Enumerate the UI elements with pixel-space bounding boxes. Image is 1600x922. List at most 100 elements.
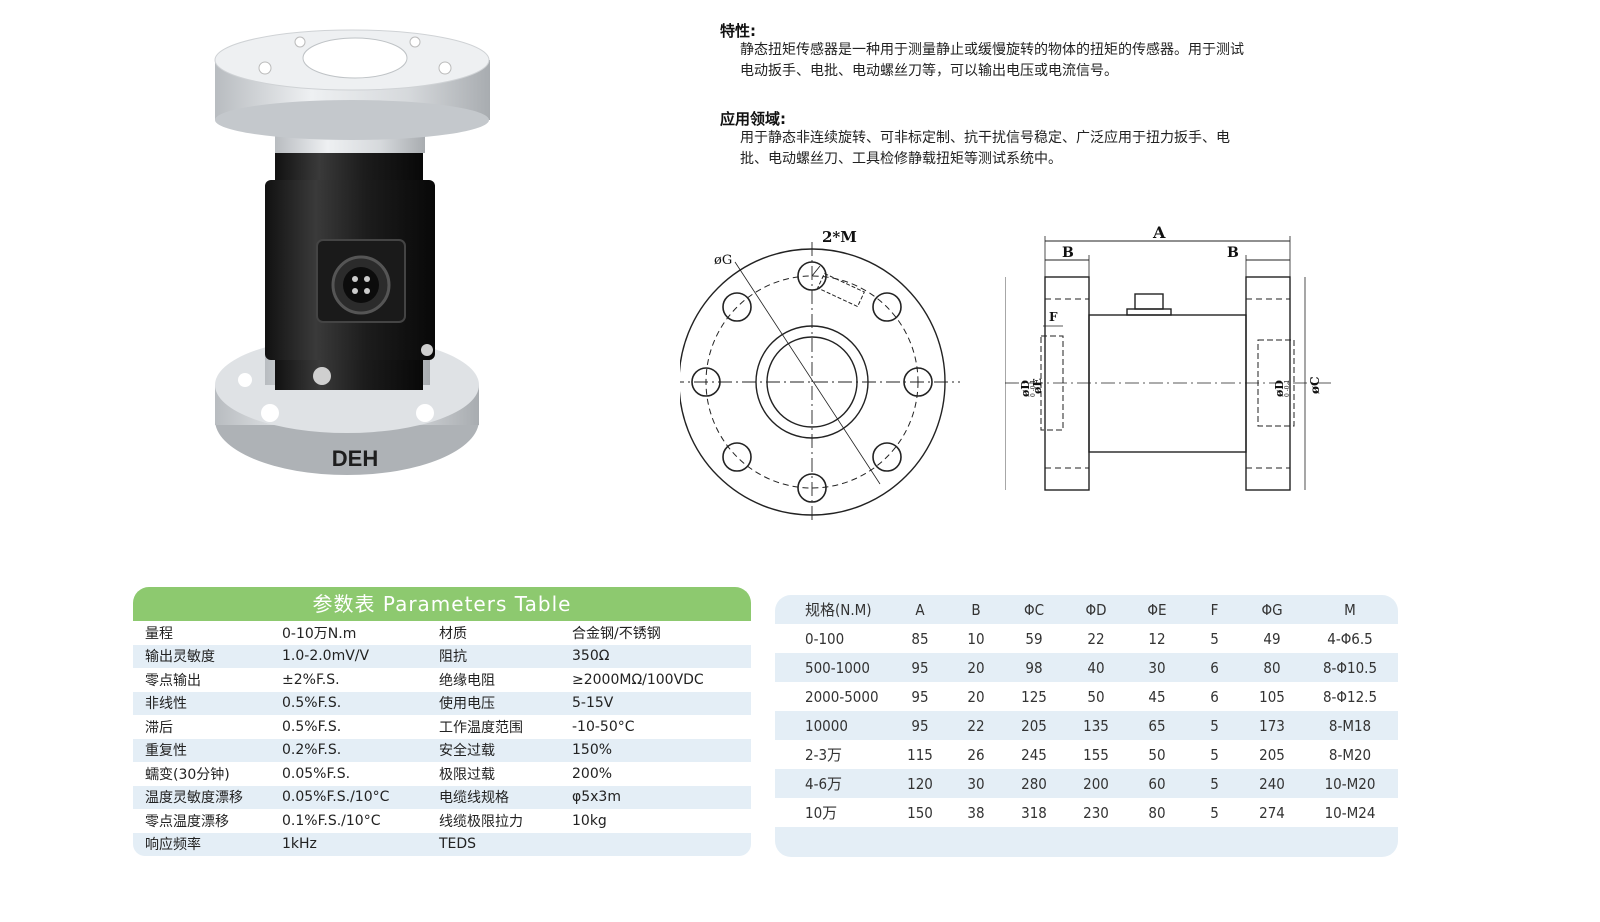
spec-column-header: ΦG [1261,600,1283,619]
label-g: øG [714,253,732,268]
spec-cell: 5 [1210,774,1219,793]
parameter-value: 0.1%F.S./10°C [282,812,381,829]
front-view-drawing: øG 2*M [680,228,960,522]
parameter-name: 滞后 [145,719,173,736]
spec-cell: 26 [949,740,1003,769]
spec-cell: 240 [1259,774,1285,793]
label-a: A [1152,223,1166,242]
parameter-name: 线缆极限拉力 [439,813,523,830]
parameter-value: 0.5%F.S. [270,691,427,715]
label-e: øE [1031,378,1044,394]
spec-cell: 173 [1259,716,1285,735]
spec-cell: 2-3万 [775,740,891,769]
spec-column-header: F [1210,600,1219,619]
features-title: 特性: [720,22,756,40]
spec-cell: 85 [891,624,949,653]
features-line: 电动扳手、电批、电动螺丝刀等，可以输出电压或电流信号。 [740,63,1118,79]
spec-cell: 6 [1210,658,1219,677]
parameter-value: 0.05%F.S. [282,765,351,782]
parameter-value: ±2%F.S. [282,671,340,688]
label-d-tolerance: 0 -0.1 [1030,380,1037,397]
parameters-table-title: 参数表 Parameters Table [133,587,751,621]
spec-cell: 20 [949,682,1003,711]
parameter-name: 工作温度范围 [439,719,523,736]
spec-column-header: ΦC [1023,600,1045,619]
spec-cell: 98 [1025,658,1043,677]
spec-cell: 5 [1187,798,1242,827]
spec-cell: 10万 [775,798,891,827]
spec-cell: 205 [1242,740,1302,769]
spec-cell: 105 [1242,682,1302,711]
parameter-value: 150% [560,738,751,762]
spec-cell: 50 [1065,682,1127,711]
spec-cell: 8-Φ12.5 [1302,682,1398,711]
spec-cell: 280 [1021,774,1047,793]
parameter-name: 重复性 [133,738,270,762]
spec-cell: 6 [1187,682,1242,711]
spec-cell: 30 [1148,658,1166,677]
spec-cell: 22 [967,716,985,735]
spec-cell: 8-M18 [1328,716,1372,735]
product-image: DEH [214,29,490,475]
spec-cell: 45 [1127,682,1187,711]
parameter-name: 输出灵敏度 [133,644,270,668]
spec-cell: 5 [1187,624,1242,653]
spec-column-header: B [971,600,981,619]
parameter-value: 合金钢/不锈钢 [572,625,661,642]
applications-body: 用于静态非连续旋转、可非标定制、抗干扰信号稳定、广泛应用于扭力扳手、电 批、电动… [740,128,1340,170]
parameter-name: 零点输出 [145,672,201,689]
parameter-value: 200% [572,765,613,782]
spec-cell: 135 [1083,716,1109,735]
parameter-value: φ5x3m [560,785,751,809]
label-c: øC [1308,376,1322,394]
parameter-value: 350Ω [560,644,751,668]
parameter-name: TEDS [427,832,560,856]
spec-cell: 125 [1003,682,1065,711]
brand-logo: DEH [332,446,378,471]
spec-cell: 120 [907,774,933,793]
spec-column-header: ΦE [1147,600,1167,619]
parameter-row: 零点输出±2%F.S.绝缘电阻≥2000MΩ/100VDC [133,668,751,692]
spec-cell: 38 [949,798,1003,827]
spec-column-header: 规格(N.M) [805,601,872,619]
spec-cell: 80 [1127,798,1187,827]
spec-cell: 49 [1242,624,1302,653]
spec-cell: 10-M20 [1324,774,1376,793]
spec-cell: 5 [1210,716,1219,735]
spec-cell: 95 [891,682,949,711]
spec-cell: 30 [967,774,985,793]
parameter-name: 阻抗 [427,644,560,668]
spec-cell: 500-1000 [805,658,870,677]
label-d: øD [1273,380,1286,397]
spec-cell: 60 [1148,774,1166,793]
spec-cell: 318 [1003,798,1065,827]
spec-cell: 274 [1242,798,1302,827]
spec-column-header: M [1344,600,1356,619]
side-view-drawing: A B B F øC øC øD øE øD 0 -0.1 0 -0.1 [1005,223,1335,491]
spec-cell: 4-6万 [805,775,843,793]
spec-cell: 4-Φ6.5 [1302,624,1398,653]
spec-cell: 155 [1065,740,1127,769]
spec-cell: 8-M20 [1302,740,1398,769]
parameter-value: 0-10万N.m [282,625,357,642]
parameter-name: 绝缘电阻 [439,672,495,689]
parameter-name: 极限过载 [439,766,495,783]
spec-cell: 10000 [805,716,848,735]
spec-cell: 150 [891,798,949,827]
spec-column-header: A [915,600,925,619]
applications-line: 用于静态非连续旋转、可非标定制、抗干扰信号稳定、广泛应用于扭力扳手、电 [740,130,1230,146]
label-d: øD [1019,380,1032,397]
